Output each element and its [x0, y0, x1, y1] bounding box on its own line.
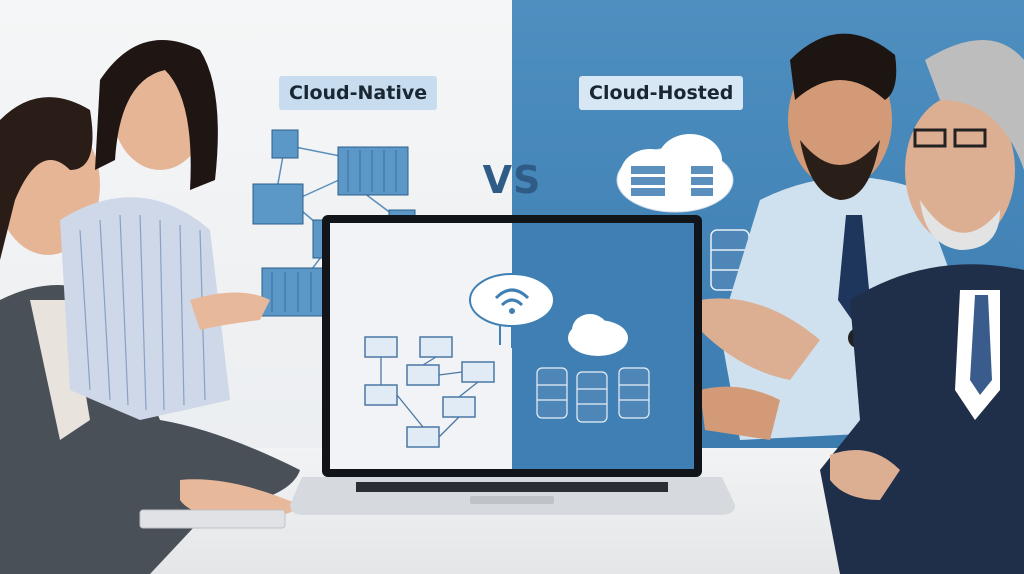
laptop-icon	[290, 215, 735, 515]
wifi-icon	[469, 273, 555, 348]
server-rack-icon	[631, 166, 713, 196]
man-young-hand	[700, 386, 780, 440]
tablet	[139, 509, 286, 529]
man-senior	[700, 40, 1024, 574]
woman-back	[60, 40, 270, 420]
cloud-native-label: Cloud-Native	[279, 76, 438, 110]
versus-text: VS	[482, 158, 542, 202]
cloud-icon	[568, 314, 628, 356]
database-icon	[536, 367, 650, 423]
cloud-hosted-label: Cloud-Hosted	[579, 76, 744, 110]
